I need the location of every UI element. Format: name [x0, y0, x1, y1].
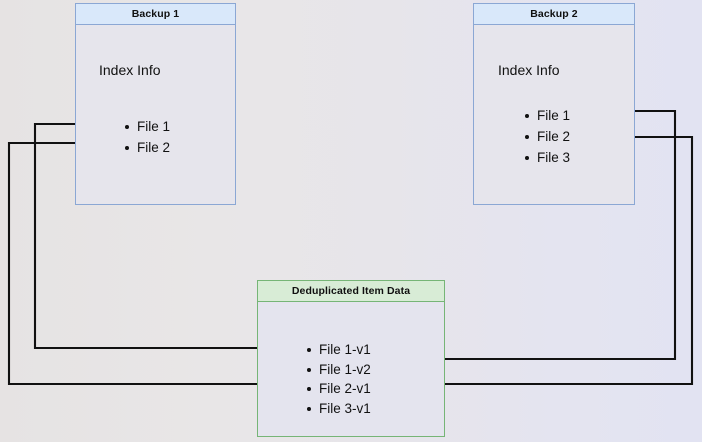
deduplicated-item-data-box[interactable]: Deduplicated Item Data File 1-v1 File 1-…	[257, 280, 445, 437]
backup1-file-list: File 1 File 2	[124, 116, 170, 158]
list-item[interactable]: File 1-v1	[306, 340, 371, 360]
backup2-title: Backup 2	[474, 4, 634, 25]
list-item[interactable]: File 3	[524, 147, 570, 168]
backup1-index-label: Index Info	[99, 62, 161, 78]
backup1-body: Index Info File 1 File 2	[76, 25, 235, 203]
dedup-body: File 1-v1 File 1-v2 File 2-v1 File 3-v1	[258, 302, 444, 435]
list-item[interactable]: File 1-v2	[306, 360, 371, 380]
backup2-file-list: File 1 File 2 File 3	[524, 105, 570, 168]
list-item[interactable]: File 1	[124, 116, 170, 137]
backup2-body: Index Info File 1 File 2 File 3	[474, 25, 634, 203]
list-item[interactable]: File 2-v1	[306, 379, 371, 399]
list-item[interactable]: File 2	[124, 137, 170, 158]
backup2-index-label: Index Info	[498, 62, 560, 78]
backup1-title: Backup 1	[76, 4, 235, 25]
list-item[interactable]: File 3-v1	[306, 399, 371, 419]
dedup-item-list: File 1-v1 File 1-v2 File 2-v1 File 3-v1	[306, 340, 371, 418]
dedup-title: Deduplicated Item Data	[258, 281, 444, 302]
backup1-box[interactable]: Backup 1 Index Info File 1 File 2	[75, 3, 236, 205]
list-item[interactable]: File 1	[524, 105, 570, 126]
backup2-box[interactable]: Backup 2 Index Info File 1 File 2 File 3	[473, 3, 635, 205]
list-item[interactable]: File 2	[524, 126, 570, 147]
